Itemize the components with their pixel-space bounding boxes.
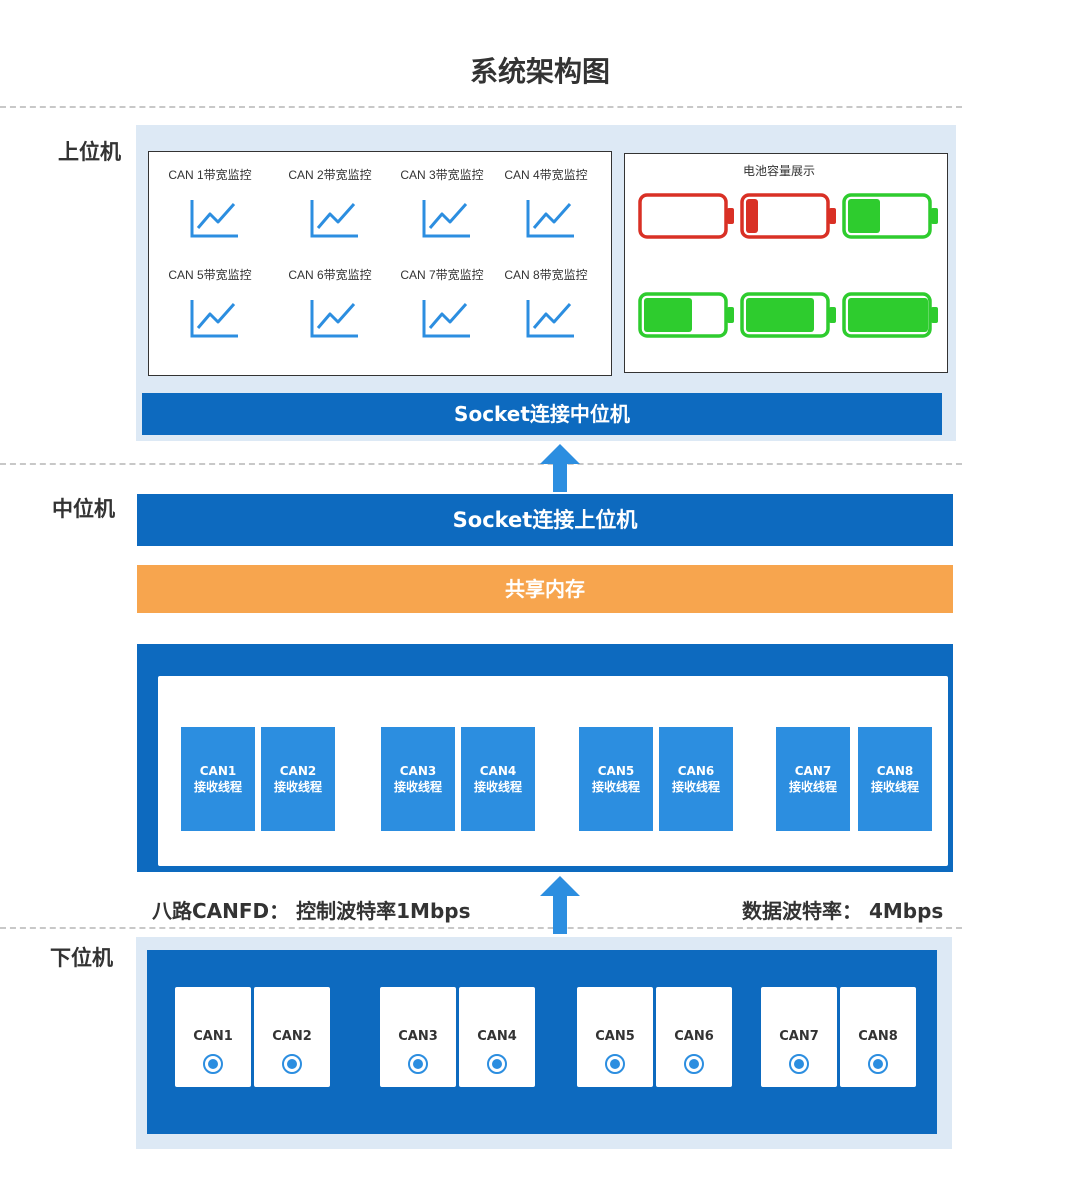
battery-icon-3 [842,193,938,239]
can-port-3: CAN3 [380,987,456,1087]
thread-box-can6: CAN6 接收线程 [659,727,733,831]
port-connector-icon [789,1054,809,1074]
monitor-label-5: CAN 5带宽监控 [168,268,252,282]
monitor-label-4: CAN 4带宽监控 [504,168,588,182]
thread-box-can3: CAN3 接收线程 [381,727,455,831]
battery-panel-title: 电池容量展示 [742,164,815,178]
can-port-4: CAN4 [459,987,535,1087]
port-connector-icon [868,1054,888,1074]
can-port-1: CAN1 [175,987,251,1087]
monitor-label-3: CAN 3带宽监控 [400,168,484,182]
socket-to-middle-bar: Socket连接中位机 [142,393,942,435]
thread-sub: 接收线程 [788,780,837,794]
can-port-5: CAN5 [577,987,653,1087]
thread-sub: 接收线程 [473,780,522,794]
battery-icon-6 [842,292,938,338]
monitor-label-8: CAN 8带宽监控 [504,268,588,282]
shared-memory-bar: 共享内存 [137,565,953,613]
battery-icon-5 [740,292,836,338]
thread-name: CAN7 [794,764,832,778]
thread-box-can2: CAN2 接收线程 [261,727,335,831]
can-port-label: CAN6 [674,1029,714,1044]
can-port-label: CAN2 [272,1029,312,1044]
battery-icon-2 [740,193,836,239]
monitor-label-2: CAN 2带宽监控 [288,168,372,182]
thread-name: CAN5 [597,764,635,778]
line-chart-icon [190,200,238,238]
port-connector-icon [605,1054,625,1074]
port-connector-icon [487,1054,507,1074]
socket-to-upper-bar: Socket连接上位机 [137,494,953,546]
tier-label-upper: 上位机 [58,140,121,164]
can-port-label: CAN7 [779,1029,819,1044]
can-port-7: CAN7 [761,987,837,1087]
port-connector-icon [203,1054,223,1074]
port-connector-icon [282,1054,302,1074]
line-chart-icon [526,300,574,338]
thread-name: CAN8 [876,764,914,778]
thread-sub: 接收线程 [273,780,322,794]
thread-box-can5: CAN5 接收线程 [579,727,653,831]
tier-label-lower: 下位机 [50,946,113,970]
thread-name: CAN6 [677,764,715,778]
can-port-label: CAN3 [398,1029,438,1044]
line-chart-icon [190,300,238,338]
monitor-label-1: CAN 1带宽监控 [168,168,252,182]
line-chart-icon [526,200,574,238]
thread-sub: 接收线程 [193,780,242,794]
port-connector-icon [408,1054,428,1074]
thread-sub: 接收线程 [671,780,720,794]
monitor-label-7: CAN 7带宽监控 [400,268,484,282]
can-port-label: CAN8 [858,1029,898,1044]
line-chart-icon [422,200,470,238]
can-port-label: CAN1 [193,1029,233,1044]
arrow-up-icon [540,444,580,492]
can-port-8: CAN8 [840,987,916,1087]
bandwidth-monitor-panel [148,151,612,376]
thread-box-can7: CAN7 接收线程 [776,727,850,831]
battery-icon-1 [638,193,734,239]
thread-sub: 接收线程 [393,780,442,794]
bus-info-left: 八路CANFD： 控制波特率1Mbps [152,899,471,923]
can-port-2: CAN2 [254,987,330,1087]
battery-panel [624,153,948,373]
monitor-label-6: CAN 6带宽监控 [288,268,372,282]
thread-box-can4: CAN4 接收线程 [461,727,535,831]
thread-name: CAN3 [399,764,437,778]
bus-info-right: 数据波特率： 4Mbps [742,899,944,923]
thread-box-can1: CAN1 接收线程 [181,727,255,831]
line-chart-icon [422,300,470,338]
divider-middle [0,463,962,465]
divider-top [0,106,962,108]
port-connector-icon [684,1054,704,1074]
can-port-6: CAN6 [656,987,732,1087]
tier-label-middle: 中位机 [52,497,115,521]
thread-name: CAN1 [199,764,237,778]
thread-name: CAN4 [479,764,517,778]
line-chart-icon [310,300,358,338]
thread-name: CAN2 [279,764,317,778]
can-port-label: CAN4 [477,1029,517,1044]
battery-icon-4 [638,292,734,338]
thread-sub: 接收线程 [870,780,919,794]
can-port-label: CAN5 [595,1029,635,1044]
thread-box-can8: CAN8 接收线程 [858,727,932,831]
arrow-up-lower-icon [540,876,580,934]
thread-sub: 接收线程 [591,780,640,794]
line-chart-icon [310,200,358,238]
diagram-title: 系统架构图 [469,55,610,88]
divider-lower [0,927,962,929]
